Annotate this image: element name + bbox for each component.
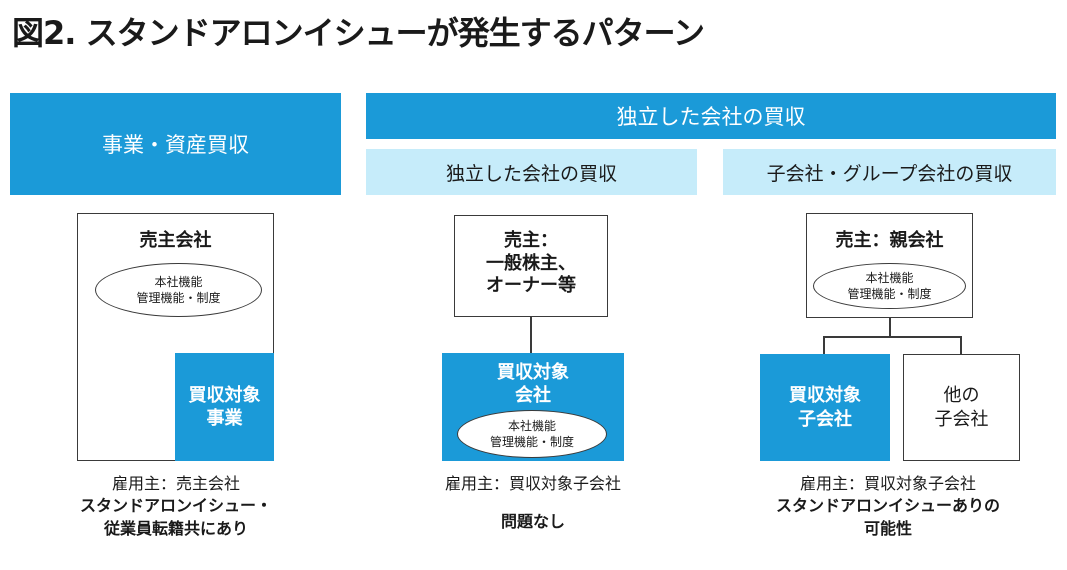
subheader-independent-company: 独立した会社の買収 xyxy=(366,149,697,195)
function-hq: 本社機能 xyxy=(865,270,914,285)
functions-ellipse: 本社機能 管理機能・制度 xyxy=(813,263,966,309)
subheader-subsidiary: 子会社・グループ会社の買収 xyxy=(723,149,1056,195)
employer-label: 雇用主：買収対象子会社 xyxy=(799,474,976,493)
seller-shareholders-name: 売主： 一般株主、 オーナー等 xyxy=(486,230,576,296)
function-hq: 本社機能 xyxy=(507,418,556,433)
seller-shareholders-box xyxy=(454,215,608,317)
subheader-subsidiary-label: 子会社・グループ会社の買収 xyxy=(766,162,1013,185)
parent-seller-name: 売主：親会社 xyxy=(835,230,944,251)
function-admin: 管理機能・制度 xyxy=(489,435,574,449)
functions-ellipse: 本社機能 管理機能・制度 xyxy=(95,263,262,317)
target-business-box: 買収対象 事業 xyxy=(175,353,274,461)
connector-line xyxy=(530,317,532,353)
employer-label: 雇用主：買収対象子会社 xyxy=(444,474,621,493)
subheader-independent-company-label: 独立した会社の買収 xyxy=(445,162,617,185)
connector-line xyxy=(823,336,825,354)
page-title: 図2. スタンドアロンイシューが発生するパターン xyxy=(12,14,705,52)
conclusion-label: スタンドアロンイシューありの 可能性 xyxy=(775,496,1000,539)
function-admin: 管理機能・制度 xyxy=(136,291,221,305)
target-company-name: 買収対象 会社 xyxy=(497,362,569,407)
functions-ellipse: 本社機能 管理機能・制度 xyxy=(457,410,607,458)
header-independent-company-group: 独立した会社の買収 xyxy=(366,93,1056,139)
seller-company-name: 売主会社 xyxy=(139,230,212,251)
target-subsidiary-box: 買収対象 子会社 xyxy=(760,354,890,461)
header-independent-company-group-label: 独立した会社の買収 xyxy=(616,105,806,129)
conclusion-label: 問題なし xyxy=(500,512,565,531)
employer-label: 雇用主：売主会社 xyxy=(111,474,240,493)
connector-line xyxy=(960,336,962,354)
header-asset-acquisition: 事業・資産買収 xyxy=(10,93,341,195)
connector-line xyxy=(823,336,961,338)
other-subsidiary-box: 他の 子会社 xyxy=(903,354,1020,461)
conclusion-label: スタンドアロンイシュー・ 従業員転籍共にあり xyxy=(79,496,272,539)
connector-line xyxy=(889,318,891,336)
function-hq: 本社機能 xyxy=(154,274,203,289)
header-asset-acquisition-label: 事業・資産買収 xyxy=(102,133,249,157)
function-admin: 管理機能・制度 xyxy=(847,287,932,301)
